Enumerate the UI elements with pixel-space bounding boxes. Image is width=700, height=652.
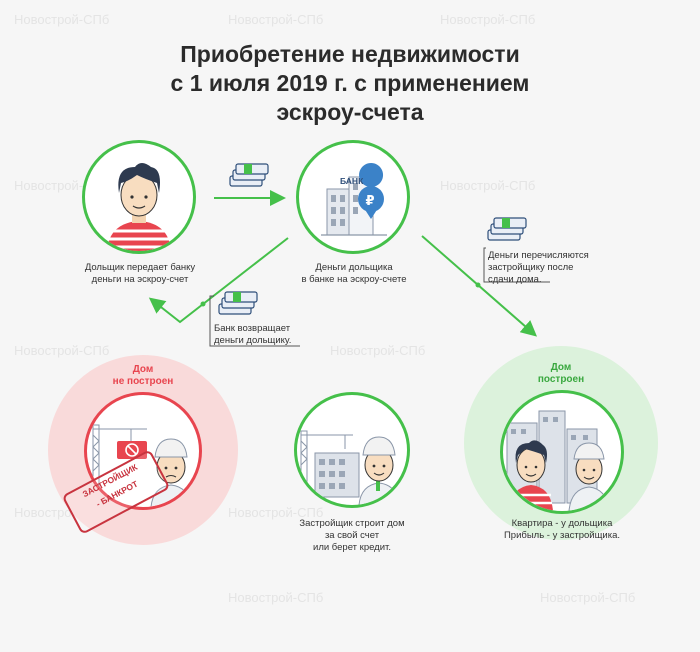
builder-circle <box>294 392 410 508</box>
buyer-person-icon <box>107 163 171 251</box>
watermark: Новострой-СПб <box>14 12 110 27</box>
watermark: Новострой-СПб <box>440 12 536 27</box>
title-line-1: Приобретение недвижимости <box>180 41 520 67</box>
watermark: Новострой-СПб <box>228 12 324 27</box>
refund-bracket <box>209 295 300 347</box>
bank-sign: БАНК <box>340 176 364 186</box>
bank-caption: Деньги дольщика в банке на эскроу-счете <box>301 262 407 285</box>
ruble-icon: ₽ <box>365 193 375 208</box>
money-stack-icon <box>218 291 258 315</box>
unfinished-building-icon <box>92 424 192 507</box>
not-built-status: Дом не построен <box>112 364 174 387</box>
money-stack-icon <box>229 163 269 187</box>
watermark: Новострой-СПб <box>228 505 324 520</box>
watermark: Новострой-СПб <box>14 343 110 358</box>
built-status: Дом построен <box>537 362 585 385</box>
arrow-dot <box>200 301 206 307</box>
money-stack-icon <box>487 217 527 241</box>
page-title: Приобретение недвижимости с 1 июля 2019 … <box>0 40 700 127</box>
watermark: Новострой-СПб <box>330 343 426 358</box>
builder-caption: Застройщик строит дом за свой счет или б… <box>299 518 405 553</box>
title-line-3: эскроу-счета <box>276 99 424 125</box>
title-line-2: с 1 июля 2019 г. с применением <box>170 70 530 96</box>
arrow-refund <box>148 237 289 324</box>
builder-building-icon <box>300 430 400 505</box>
bank-building-icon <box>321 163 387 236</box>
buyer-caption: Дольщик передает банку деньги на эскроу-… <box>84 262 196 285</box>
built-caption: Квартира - у дольщика Прибыль - у застро… <box>503 518 621 541</box>
buyer-circle <box>82 140 196 254</box>
transfer-caption: Деньги перечисляются застройщику после с… <box>488 250 589 285</box>
watermark: Новострой-СПб <box>540 590 636 605</box>
refund-caption: Банк возвращает деньги дольщику. <box>214 323 292 346</box>
watermark: Новострой-СПб <box>440 178 536 193</box>
not-built-circle <box>84 392 202 510</box>
built-house-icon <box>506 410 610 511</box>
transfer-bracket <box>483 247 550 283</box>
built-circle <box>500 390 624 514</box>
bank-circle <box>296 140 410 254</box>
watermark: Новострой-СПб <box>228 590 324 605</box>
arrow-dot <box>475 282 481 288</box>
